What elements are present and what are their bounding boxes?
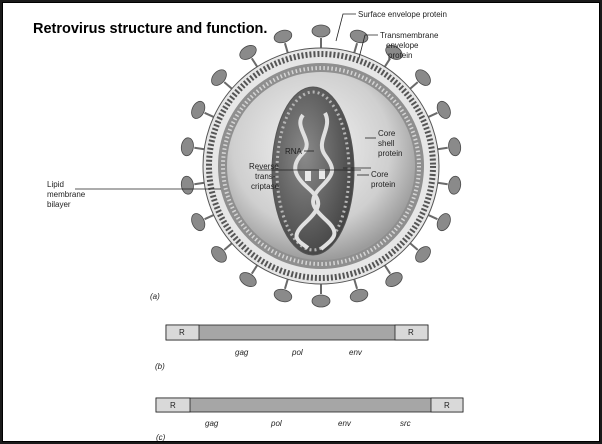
surface-envelope-spike [273,287,294,304]
label-transmembrane-3: protein [388,51,412,60]
genome-b-gene-pol: pol [291,348,303,357]
genome-b-ltr-right-label: R [408,328,414,337]
genome-c: R R gag pol env src [156,398,463,428]
surface-envelope-spike [180,137,194,157]
genome-c-gene-gag: gag [205,419,219,428]
surface-envelope-spike [383,270,405,290]
label-lipid-2: membrane [47,190,86,199]
surface-envelope-spike [312,25,330,37]
surface-envelope-spike [189,211,207,232]
label-lipid-1: Lipid [47,180,64,189]
genome-c-bar [156,398,463,412]
genome-b-gene-env: env [349,348,363,357]
label-rna: RNA [285,147,303,156]
genome-b-bar [166,325,428,340]
genome-b-gene-gag: gag [235,348,249,357]
label-core-shell-3: protein [378,149,402,158]
surface-envelope-spike [237,43,259,63]
label-core-protein-2: protein [371,180,395,189]
surface-envelope-spike [447,175,461,195]
surface-envelope-spike [273,28,294,45]
genome-c-gene-src: src [400,419,411,428]
genome-c-gene-env: env [338,419,352,428]
genome-b: R R gag pol env [166,325,428,357]
surface-envelope-spike [237,270,259,290]
genome-c-ltr-left-label: R [170,401,176,410]
surface-envelope-spike [447,137,461,157]
genome-c-ltr-right-label: R [444,401,450,410]
surface-envelope-spike [189,99,207,120]
label-lipid-3: bilayer [47,200,71,209]
label-core-protein-1: Core [371,170,389,179]
genome-b-ltr-left-label: R [179,328,185,337]
label-reverse-1: Reverse [249,162,279,171]
label-reverse-2: trans- [255,172,276,181]
genome-c-gene-pol: pol [270,419,282,428]
surface-envelope-spike [349,287,370,304]
label-transmembrane-1: Transmembrane [380,31,439,40]
label-core-shell-2: shell [378,139,395,148]
virion [180,25,462,307]
surface-envelope-spike [349,28,370,45]
surface-envelope-spike [435,211,453,232]
reverse-transcriptase-marker-2 [319,169,325,179]
panel-c-label: (c) [156,433,166,441]
label-reverse-3: criptase [251,182,280,191]
label-surface-envelope-protein: Surface envelope protein [358,10,447,19]
surface-envelope-spike [435,99,453,120]
retrovirus-diagram: Surface envelope protein Transmembrane e… [3,3,599,441]
reverse-transcriptase-marker [305,171,311,181]
panel-a-label: (a) [150,292,160,301]
capsid-core [272,87,354,255]
surface-envelope-spike [180,175,194,195]
label-transmembrane-2: envelope [386,41,419,50]
panel-b-label: (b) [155,362,165,371]
label-core-shell-1: Core [378,129,396,138]
surface-envelope-spike [312,295,330,307]
